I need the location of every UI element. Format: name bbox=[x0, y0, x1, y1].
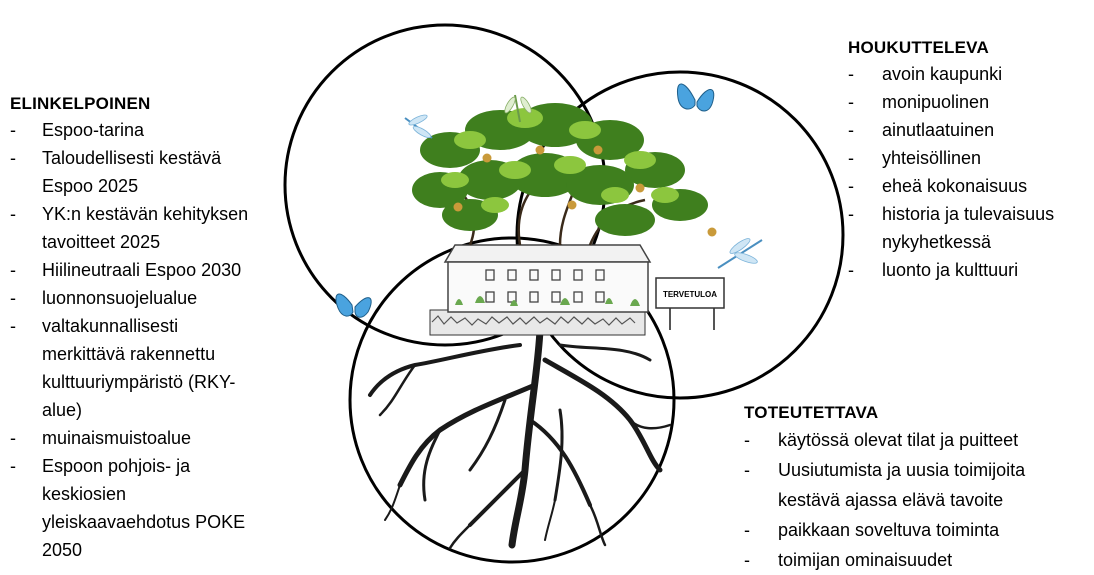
section-title: TOTEUTETTAVA bbox=[744, 403, 879, 422]
bullet-dash: - bbox=[10, 120, 16, 140]
list-item-text: Espoo-tarina bbox=[42, 120, 145, 140]
list-item-text: Taloudellisesti kestävä bbox=[42, 148, 222, 168]
list-item: - monipuolinen bbox=[848, 88, 1094, 116]
list-item: - Uusiutumista ja uusia toimijoita kestävä… bbox=[744, 455, 1094, 515]
list-item-text: käytössä olevat tilat ja puitteet bbox=[778, 430, 1019, 450]
bullet-dash: - bbox=[848, 120, 854, 140]
list-item: - luonnonsuojelualue bbox=[10, 284, 310, 312]
bullet-list: - avoin kaupunki - monipuolinen - ainutlaatui… bbox=[848, 60, 1094, 284]
list-item: - eheä kokonaisuus bbox=[848, 172, 1094, 200]
section-title: HOUKUTTELEVA bbox=[848, 38, 989, 57]
bullet-dash: - bbox=[10, 456, 16, 476]
dragonfly-icon bbox=[504, 94, 532, 123]
bullet-dash: - bbox=[744, 460, 750, 480]
bullet-dash: - bbox=[848, 64, 854, 84]
list-item: - paikkaan soveltuva toiminta bbox=[744, 515, 1094, 545]
bullet-dash: - bbox=[10, 288, 16, 308]
list-item: - historia ja tulevaisuus nykyhetkessä bbox=[848, 200, 1094, 256]
bullet-dash: - bbox=[10, 316, 16, 336]
bullet-dash: - bbox=[10, 204, 16, 224]
manor-house-icon bbox=[443, 244, 652, 313]
bullet-dash: - bbox=[10, 428, 16, 448]
welcome-sign-icon: TERVETULOA bbox=[655, 277, 725, 330]
list-item: - ainutlaatuinen bbox=[848, 116, 1094, 144]
list-item-text: merkittävä rakennettu bbox=[42, 344, 216, 364]
tree-crown-icon bbox=[412, 103, 717, 246]
butterfly-icon bbox=[335, 293, 372, 318]
list-item: - luonto ja kulttuuri bbox=[848, 256, 1094, 284]
list-item: - käytössä olevat tilat ja puitteet bbox=[744, 425, 1094, 455]
roots-icon bbox=[368, 326, 672, 550]
list-item: - muinaismuistoalue bbox=[10, 424, 310, 452]
bullet-list: - käytössä olevat tilat ja puitteet - Uusiu… bbox=[744, 425, 1094, 575]
bullet-dash: - bbox=[10, 260, 16, 280]
list-item-text: Hiilineutraali Espoo 2030 bbox=[42, 260, 242, 280]
bullet-dash: - bbox=[744, 520, 750, 540]
list-item-text: valtakunnallisesti bbox=[42, 316, 179, 336]
list-item-text: paikkaan soveltuva toiminta bbox=[778, 520, 1000, 540]
list-item-text: 2050 bbox=[42, 540, 83, 560]
list-item-text: YK:n kestävän kehityksen bbox=[42, 204, 249, 224]
list-item-text: alue) bbox=[42, 400, 83, 420]
section-houkutteleva: HOUKUTTELEVA - avoin kaupunki - monipuoline… bbox=[848, 36, 1094, 284]
list-item-text: eheä kokonaisuus bbox=[882, 176, 1028, 196]
list-item-text: luonto ja kulttuuri bbox=[882, 260, 1019, 280]
list-item-text: Uusiutumista ja uusia toimijoita bbox=[778, 460, 1026, 480]
list-item-text: avoin kaupunki bbox=[882, 64, 1003, 84]
list-item-text: ainutlaatuinen bbox=[882, 120, 995, 140]
list-item-text: kulttuuriympäristö (RKY- bbox=[42, 372, 236, 392]
circle-houkutteleva bbox=[515, 70, 845, 400]
bullet-dash: - bbox=[744, 550, 750, 570]
bullet-dash: - bbox=[10, 148, 16, 168]
list-item-text: tavoitteet 2025 bbox=[42, 232, 161, 252]
list-item-text: keskiosien bbox=[42, 484, 127, 504]
list-item: - YK:n kestävän kehityksen tavoitteet 2025 bbox=[10, 200, 310, 256]
bullet-dash: - bbox=[744, 430, 750, 450]
dragonfly-icon bbox=[404, 114, 433, 139]
list-item-text: luonnonsuojelualue bbox=[42, 288, 198, 308]
list-item: - valtakunnallisesti merkittävä rakennettu… bbox=[10, 312, 310, 424]
bullet-dash: - bbox=[848, 92, 854, 112]
butterfly-icon bbox=[676, 83, 715, 112]
bullet-dash: - bbox=[848, 148, 854, 168]
list-item-text: Espoon pohjois- ja bbox=[42, 456, 191, 476]
circle-toteutettava bbox=[348, 236, 676, 564]
list-item-text: historia ja tulevaisuus bbox=[882, 204, 1055, 224]
list-item-text: Espoo 2025 bbox=[42, 176, 139, 196]
list-item-text: nykyhetkessä bbox=[882, 232, 992, 252]
list-item: - yhteisöllinen bbox=[848, 144, 1094, 172]
list-item-text: toimijan ominaisuudet bbox=[778, 550, 953, 570]
list-item-text: monipuolinen bbox=[882, 92, 990, 112]
list-item: - Espoon pohjois- ja keskiosien yleiskaavae… bbox=[10, 452, 310, 564]
section-title: ELINKELPOINEN bbox=[10, 94, 151, 113]
section-elinkelpoinen: ELINKELPOINEN - Espoo-tarina - Taloudellise… bbox=[10, 92, 310, 564]
dragonfly-icon bbox=[717, 238, 763, 269]
welcome-sign-text: TERVETULOA bbox=[663, 290, 717, 299]
section-toteutettava: TOTEUTETTAVA - käytössä olevat tilat ja p… bbox=[744, 401, 1094, 575]
list-item: - avoin kaupunki bbox=[848, 60, 1094, 88]
list-item-text: yhteisöllinen bbox=[882, 148, 982, 168]
ground-strip bbox=[429, 309, 646, 336]
bullet-dash: - bbox=[848, 204, 854, 224]
list-item: - Hiilineutraali Espoo 2030 bbox=[10, 256, 310, 284]
list-item-text: yleiskaavaehdotus POKE bbox=[42, 512, 246, 532]
list-item: - toimijan ominaisuudet bbox=[744, 545, 1094, 575]
list-item-text: kestävä ajassa elävä tavoite bbox=[778, 490, 1004, 510]
list-item-text: muinaismuistoalue bbox=[42, 428, 192, 448]
list-item: - Espoo-tarina bbox=[10, 116, 310, 144]
bullet-dash: - bbox=[848, 176, 854, 196]
bullet-dash: - bbox=[848, 260, 854, 280]
